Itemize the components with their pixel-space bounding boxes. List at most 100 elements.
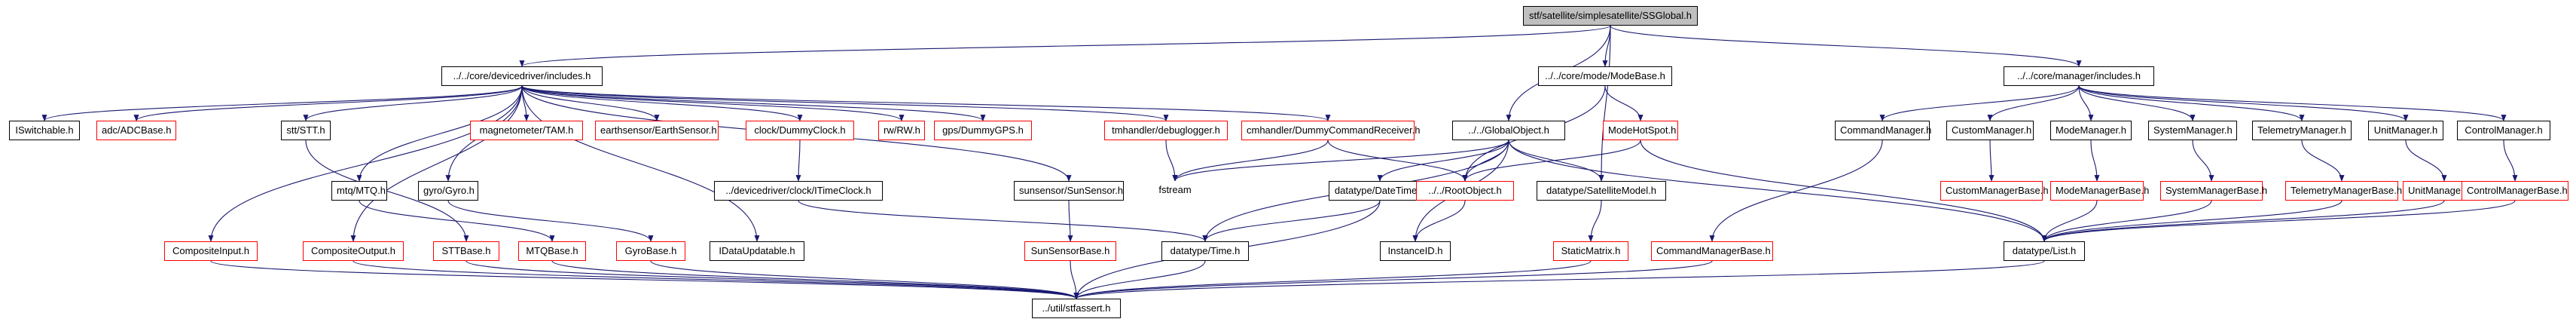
edge-sttbase-to-stfassert [465, 260, 1079, 299]
node-datatype-list[interactable]: datatype/List.h [2004, 241, 2085, 261]
node-tmhandler[interactable]: tmhandler/debuglogger.h [1104, 121, 1228, 140]
edge-controlmanagerbase-to-datatype-list [2041, 200, 2516, 242]
node-core-manager-includes[interactable]: ../../core/manager/includes.h [2004, 66, 2154, 86]
edge-satellitemodel-to-staticmatrix [1588, 200, 1602, 242]
node-custommanager[interactable]: CustomManager.h [1946, 121, 2034, 140]
edge-gyrobase-to-stfassert [650, 260, 1079, 299]
edge-modemanager-to-modemanagerbase [2090, 140, 2100, 182]
node-sunsensorbase[interactable]: SunSensorBase.h [1024, 241, 1116, 261]
edge-gyro-to-gyrobase [447, 200, 654, 242]
node-clock-dummy[interactable]: clock/DummyClock.h [746, 121, 854, 140]
node-compositeinput[interactable]: CompositeInput.h [164, 241, 258, 261]
edge-cmhandler-to-fstream [1172, 140, 1329, 182]
node-controlmanager[interactable]: ControlManager.h [2457, 121, 2550, 140]
edge-globalobject-to-datetime [1377, 140, 1509, 182]
edge-commandmanagerbase-to-stfassert [1073, 260, 1713, 299]
edge-core-mode-modebase-to-modehotspot [1604, 85, 1644, 121]
edge-telemetrymanagerbase-to-datatype-list [2041, 200, 2343, 242]
node-idataupdatable[interactable]: IDataUpdatable.h [710, 241, 804, 261]
edge-includes-devicedriver-to-gps-dummy [521, 85, 986, 121]
node-compositeoutput[interactable]: CompositeOutput.h [303, 241, 404, 261]
node-systemmanager[interactable]: SystemManager.h [2148, 121, 2237, 140]
node-gps-dummy[interactable]: gps/DummyGPS.h [934, 121, 1032, 140]
edge-core-manager-includes-to-systemmanager [2078, 85, 2196, 121]
edge-compositeoutput-to-stfassert [353, 260, 1079, 299]
node-rw[interactable]: rw/RW.h [878, 121, 925, 140]
node-stt[interactable]: stt/STT.h [281, 121, 331, 140]
node-mtqbase[interactable]: MTQBase.h [518, 241, 586, 261]
node-modemanagerbase[interactable]: ModeManagerBase.h [2050, 181, 2149, 201]
edge-clock-dummy-to-itimeclock [795, 140, 801, 182]
node-custommanagerbase[interactable]: CustomManagerBase.h [1940, 181, 2049, 201]
node-globalobject[interactable]: ../../GlobalObject.h [1452, 121, 1565, 140]
edge-sunsensor-to-sunsensorbase [1067, 200, 1073, 242]
edge-tmhandler-to-fstream [1165, 140, 1178, 182]
node-adcbase[interactable]: adc/ADCBase.h [96, 121, 176, 140]
node-telemetrymanager[interactable]: TelemetryManager.h [2252, 121, 2352, 140]
node-modemanager[interactable]: ModeManager.h [2050, 121, 2132, 140]
edge-systemmanagerbase-to-datatype-list [2041, 200, 2212, 242]
edge-core-manager-includes-to-custommanager [1987, 85, 2080, 121]
node-commandmanager[interactable]: CommandManager.h [1835, 121, 1931, 140]
edge-compositeinput-to-stfassert [210, 260, 1079, 299]
node-sttbase[interactable]: STTBase.h [433, 241, 499, 261]
node-systemmanagerbase[interactable]: SystemManagerBase.h [2160, 181, 2267, 201]
node-datetime[interactable]: datatype/DateTime.h [1329, 181, 1431, 201]
node-itimeclock[interactable]: ../devicedriver/clock/ITimeClock.h [714, 181, 883, 201]
edge-core-manager-includes-to-telemetrymanager [2078, 85, 2305, 121]
edge-sunsensorbase-to-stfassert [1070, 260, 1079, 299]
node-magnetometer-tam[interactable]: magnetometer/TAM.h [470, 121, 583, 140]
edge-controlmanager-to-controlmanagerbase [2503, 140, 2518, 182]
node-fstream[interactable]: fstream [1152, 181, 1198, 201]
node-iswitchable[interactable]: ISwitchable.h [9, 121, 80, 140]
edge-core-manager-includes-to-controlmanager [2078, 85, 2507, 121]
edge-includes-devicedriver-to-adcbase [133, 85, 523, 121]
node-instanceid[interactable]: InstanceID.h [1380, 241, 1451, 261]
node-commandmanagerbase[interactable]: CommandManagerBase.h [1651, 241, 1773, 261]
edge-systemmanager-to-systemmanagerbase [2192, 140, 2214, 182]
node-unitmanager[interactable]: UnitManager.h [2368, 121, 2443, 140]
node-earthsensor[interactable]: earthsensor/EarthSensor.h [595, 121, 719, 140]
edge-includes-devicedriver-to-rw [521, 85, 905, 121]
edge-globalobject-to-datatype-list [1508, 140, 2047, 242]
edge-root-to-includes-devicedriver [519, 25, 1611, 67]
edge-modemanagerbase-to-datatype-list [2041, 200, 2098, 242]
edge-datatype-time-to-stfassert [1073, 260, 1206, 299]
node-cmhandler[interactable]: cmhandler/DummyCommandReceiver.h [1241, 121, 1420, 140]
node-root[interactable]: stf/satellite/simplesatellite/SSGlobal.h [1523, 6, 1698, 26]
node-gyrobase[interactable]: GyroBase.h [616, 241, 685, 261]
node-modehotspot[interactable]: ModeHotSpot.h [1603, 121, 1678, 140]
node-stfassert[interactable]: ../util/stfassert.h [1032, 299, 1121, 318]
node-rootobject[interactable]: ../../RootObject.h [1416, 181, 1514, 201]
edge-modehotspot-to-rootobject [1462, 140, 1641, 182]
edge-mtq-to-mtqbase [359, 200, 555, 242]
node-includes-devicedriver[interactable]: ../../core/devicedriver/includes.h [441, 66, 603, 86]
node-sunsensor[interactable]: sunsensor/SunSensor.h [1014, 181, 1124, 201]
node-core-mode-modebase[interactable]: ../../core/mode/ModeBase.h [1538, 66, 1672, 86]
node-telemetrymanagerbase[interactable]: TelemetryManagerBase.h [2285, 181, 2402, 201]
edge-staticmatrix-to-stfassert [1073, 260, 1592, 299]
node-mtq[interactable]: mtq/MTQ.h [331, 181, 387, 201]
edge-includes-devicedriver-to-mtq [356, 85, 523, 182]
node-datatype-time[interactable]: datatype/Time.h [1161, 241, 1249, 261]
edge-custommanager-to-custommanagerbase [1988, 140, 1995, 182]
edge-datatype-list-to-stfassert [1073, 260, 2045, 299]
edge-root-to-satellitemodel [1598, 25, 1611, 182]
edge-itimeclock-to-datatype-time [798, 200, 1208, 242]
edge-includes-devicedriver-to-tmhandler [521, 85, 1169, 121]
edge-modehotspot-to-datatype-list [1640, 140, 2047, 242]
edge-core-manager-includes-to-modemanager [2078, 85, 2094, 121]
node-gyro[interactable]: gyro/Gyro.h [418, 181, 478, 201]
node-controlmanagerbase[interactable]: ControlManagerBase.h [2462, 181, 2568, 201]
edge-root-to-core-manager-includes [1610, 25, 2082, 67]
edge-cmhandler-to-rootobject [1327, 140, 1468, 182]
edge-telemetrymanager-to-telemetrymanagerbase [2301, 140, 2345, 182]
edge-includes-devicedriver-to-earthsensor [521, 85, 660, 121]
edge-rootobject-to-instanceid [1412, 200, 1466, 242]
edge-unitmanagerbase-to-datatype-list [2041, 200, 2445, 242]
node-satellitemodel[interactable]: datatype/SatelliteModel.h [1537, 181, 1666, 201]
edge-includes-devicedriver-to-clock-dummy [521, 85, 803, 121]
node-staticmatrix[interactable]: StaticMatrix.h [1553, 241, 1628, 261]
